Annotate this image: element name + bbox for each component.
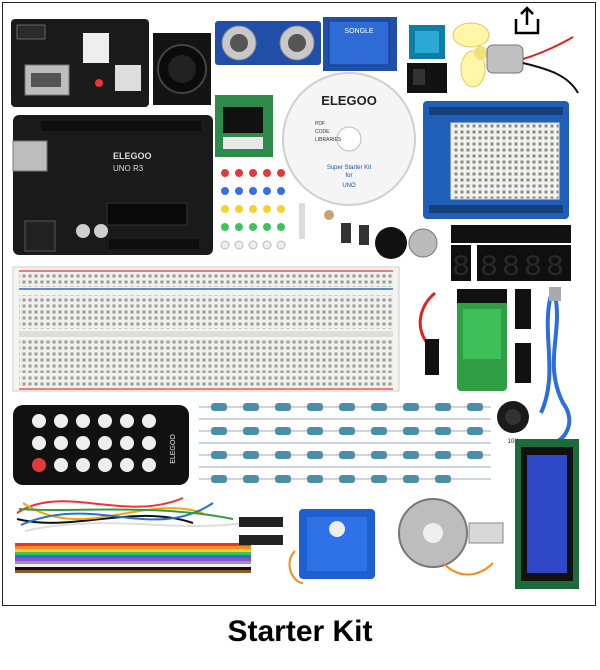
- stepper-driver-board: [215, 95, 273, 157]
- resistor-assortment: [199, 406, 491, 480]
- share-button[interactable]: [511, 5, 543, 37]
- disc-model: UNO: [342, 183, 356, 189]
- usb-cable: [539, 287, 572, 445]
- seg-digit-3: 8: [524, 251, 542, 285]
- relay-module: SONGLE: [323, 17, 397, 71]
- small-components: [299, 203, 438, 259]
- seg-digit-1: 8: [480, 251, 498, 285]
- stepper-motor: [398, 498, 504, 576]
- fan-motor: [452, 22, 579, 94]
- seg-digit-single: 8: [452, 251, 470, 285]
- joystick-module: [153, 33, 211, 105]
- dht-sensor: [409, 25, 445, 59]
- disc-line-2: CODE: [315, 129, 330, 135]
- remote-brand: ELEGOO: [170, 434, 177, 464]
- uno-board: ELEGOO UNO R3: [12, 115, 213, 255]
- ultrasonic-sensor: [215, 21, 321, 65]
- product-caption: Starter Kit: [227, 615, 373, 648]
- seg-digit-2: 8: [502, 251, 520, 285]
- share-icon: [514, 6, 540, 35]
- board-model: UNO R3: [113, 164, 144, 173]
- relay-label: SONGLE: [344, 28, 374, 35]
- ir-receiver-module: [407, 63, 447, 93]
- seg-digit-4: 8: [546, 251, 564, 285]
- potentiometer: 10K: [497, 401, 529, 445]
- seven-segment-displays: 8 8 8 8 8: [451, 225, 571, 285]
- ribbon-cable: [15, 517, 283, 573]
- power-supply-module: [11, 19, 149, 107]
- led-array: [220, 169, 286, 250]
- lcd-display: [515, 439, 579, 589]
- pot-label: 10K: [508, 439, 519, 445]
- disc-line-1: PDF: [315, 121, 325, 127]
- disc-sub: for: [345, 173, 352, 179]
- disc-title: Super Starter Kit: [327, 165, 372, 171]
- board-brand: ELEGOO: [113, 151, 152, 161]
- disc-line-3: LIBRARIES: [315, 137, 342, 143]
- ic-chips: [515, 289, 531, 383]
- product-photo: SONGLE ELEGOO PDF CODE LIBRARIES Super S…: [11, 17, 579, 589]
- jumper-wires: [16, 497, 244, 532]
- servo-motor: [288, 509, 375, 584]
- prototype-shield: [423, 101, 569, 219]
- battery-9v: [418, 289, 507, 391]
- product-image-frame: SONGLE ELEGOO PDF CODE LIBRARIES Super S…: [2, 2, 596, 606]
- breadboard: [12, 266, 400, 392]
- resistor-bodies: [211, 403, 483, 483]
- software-disc: ELEGOO PDF CODE LIBRARIES Super Starter …: [282, 72, 416, 206]
- ir-remote: ELEGOO: [13, 405, 189, 485]
- disc-brand: ELEGOO: [321, 93, 377, 108]
